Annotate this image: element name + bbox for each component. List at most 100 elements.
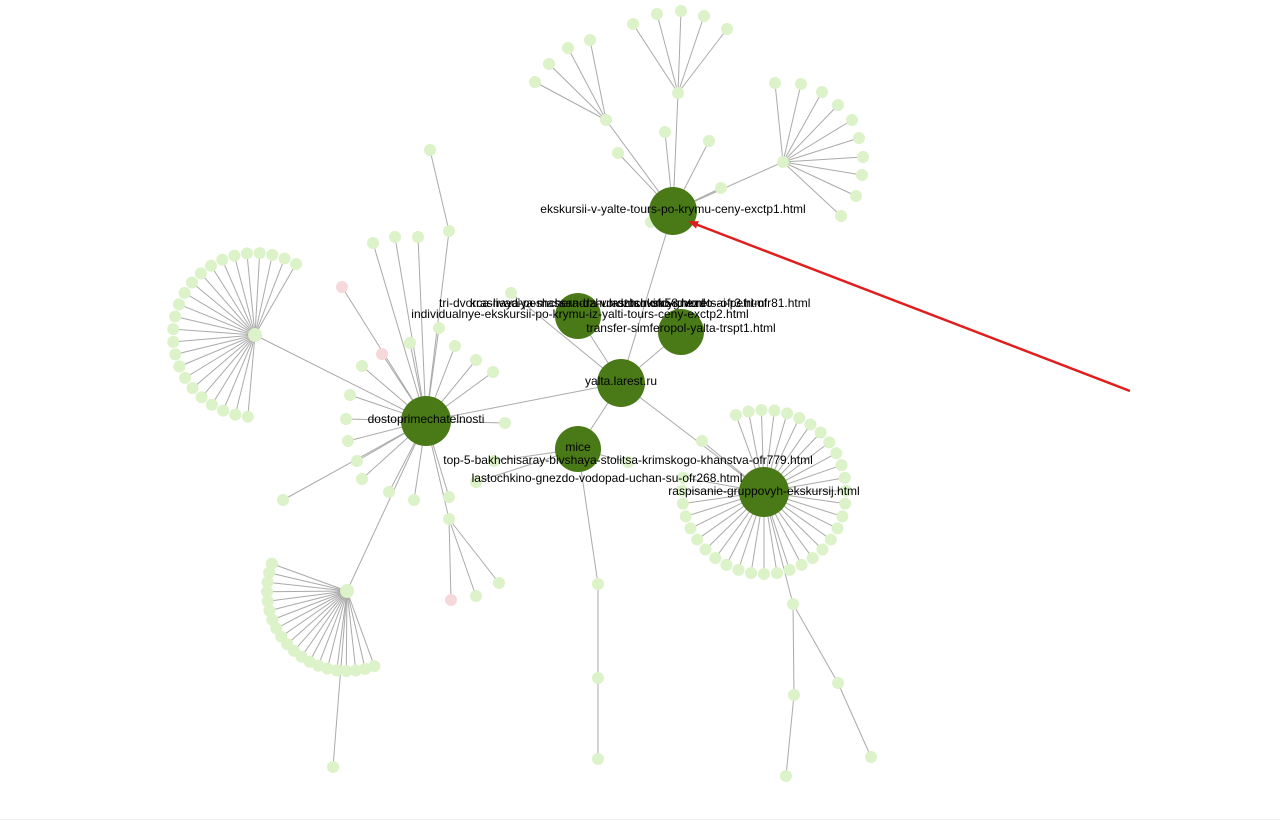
graph-node-leaf[interactable]: [167, 335, 180, 348]
graph-node-leaf[interactable]: [679, 510, 692, 523]
graph-node-leaf[interactable]: [443, 491, 455, 503]
graph-node-leaf[interactable]: [783, 563, 796, 576]
graph-node-leaf[interactable]: [676, 484, 689, 497]
graph-node-leaf[interactable]: [691, 533, 704, 546]
node-label-mice[interactable]: mice: [565, 440, 591, 454]
graph-node-leaf[interactable]: [330, 664, 343, 677]
graph-node-leaf[interactable]: [684, 522, 697, 535]
graph-node-leaf[interactable]: [676, 497, 689, 510]
graph-node-leaf[interactable]: [675, 5, 687, 17]
graph-node-leaf[interactable]: [185, 276, 198, 289]
graph-node-leaf[interactable]: [349, 664, 362, 677]
graph-node-leaf[interactable]: [846, 114, 858, 126]
graph-node-leaf[interactable]: [261, 585, 274, 598]
graph-node-leaf[interactable]: [290, 257, 302, 270]
graph-node-leaf[interactable]: [470, 590, 482, 602]
graph-node-leaf[interactable]: [832, 99, 844, 111]
graph-node-leaf[interactable]: [699, 543, 712, 556]
graph-node-leaf[interactable]: [261, 576, 274, 589]
graph-node-individual[interactable]: [555, 293, 601, 339]
graph-node-leaf[interactable]: [788, 689, 800, 701]
graph-node-leaf[interactable]: [167, 323, 180, 336]
graph-node-error[interactable]: [445, 594, 457, 606]
graph-node-leaf[interactable]: [795, 558, 808, 571]
graph-node-leaf[interactable]: [493, 577, 505, 589]
node-label-bakhchisaray[interactable]: top-5-bakhchisaray-bivshaya-stolitsa-kri…: [443, 453, 812, 467]
graph-node-leaf[interactable]: [261, 595, 274, 608]
graph-node-leaf[interactable]: [389, 231, 401, 243]
graph-node-leaf[interactable]: [178, 286, 191, 299]
graph-node-leaf[interactable]: [832, 677, 844, 689]
graph-node-leaf[interactable]: [720, 558, 733, 571]
graph-node-leaf[interactable]: [173, 360, 186, 373]
graph-node-leaf[interactable]: [622, 456, 634, 468]
graph-node-leaf[interactable]: [278, 252, 291, 265]
graph-node-leaf[interactable]: [600, 114, 612, 126]
graph-node-leaf[interactable]: [340, 413, 352, 425]
graph-node-leaf[interactable]: [856, 169, 868, 181]
graph-node-leaf[interactable]: [795, 78, 807, 90]
node-label-lastochkino[interactable]: lastochkino-gnezdo-vodopad-uchan-su-ofr2…: [472, 471, 743, 485]
graph-node-leaf[interactable]: [179, 371, 192, 384]
graph-node-leaf[interactable]: [651, 8, 663, 20]
graph-node-leaf[interactable]: [195, 391, 208, 404]
graph-node-leaf[interactable]: [780, 770, 792, 782]
graph-node-leaf[interactable]: [229, 408, 242, 421]
graph-node-leaf[interactable]: [672, 87, 684, 99]
graph-node-leaf[interactable]: [263, 604, 276, 617]
graph-node-leaf[interactable]: [659, 126, 671, 138]
graph-node-leaf[interactable]: [277, 494, 289, 506]
graph-node-leaf[interactable]: [769, 77, 781, 89]
graph-node-leaf[interactable]: [804, 418, 817, 431]
graph-node-leaf[interactable]: [205, 259, 218, 272]
graph-node-leaf[interactable]: [836, 510, 849, 523]
graph-node-leaf[interactable]: [241, 410, 254, 423]
graph-node-leaf[interactable]: [351, 455, 363, 467]
node-label-sights[interactable]: dostoprimechatelnosti: [368, 412, 485, 426]
graph-node-leaf[interactable]: [835, 459, 848, 472]
graph-node-leaf[interactable]: [266, 613, 279, 626]
graph-node-leaf[interactable]: [253, 247, 266, 260]
node-label-individual[interactable]: individualnye-ekskursii-po-krymu-iz-yalt…: [411, 307, 748, 321]
node-label-schedule[interactable]: raspisanie-gruppovyh-ekskursij.html: [668, 484, 859, 498]
graph-node-leaf[interactable]: [216, 253, 229, 266]
graph-node-leaf[interactable]: [529, 76, 541, 88]
graph-node-leaf[interactable]: [487, 366, 499, 378]
graph-node-leaf[interactable]: [830, 447, 843, 460]
graph-node-leaf[interactable]: [787, 598, 799, 610]
graph-node-leaf[interactable]: [169, 310, 182, 323]
graph-node-leaf[interactable]: [592, 753, 604, 765]
graph-node-error[interactable]: [336, 281, 348, 293]
graph-node-leaf[interactable]: [839, 484, 852, 497]
graph-node-leaf[interactable]: [186, 382, 199, 395]
graph-node-leaf[interactable]: [592, 578, 604, 590]
graph-node-leaf[interactable]: [263, 566, 276, 579]
graph-node-leaf[interactable]: [488, 455, 500, 467]
graph-node-leaf[interactable]: [543, 58, 555, 70]
graph-node-leaf[interactable]: [424, 144, 436, 156]
node-label-transfer[interactable]: transfer-simferopol-yalta-trspt1.html: [586, 321, 775, 335]
graph-node-leaf[interactable]: [412, 231, 424, 243]
graph-node-leaf[interactable]: [742, 405, 755, 418]
graph-node-leaf[interactable]: [408, 494, 420, 506]
node-label-overlap-a[interactable]: tri-dvorca-livadiya-massandra-vorontsovs…: [439, 296, 767, 310]
graph-node-leaf[interactable]: [194, 267, 207, 280]
graph-node-leaf[interactable]: [342, 435, 354, 447]
graph-node-leaf[interactable]: [781, 407, 794, 420]
graph-node-leaf[interactable]: [758, 568, 770, 580]
graph-node-leaf[interactable]: [499, 417, 511, 429]
graph-node-leaf[interactable]: [745, 566, 758, 579]
graph-node-sights[interactable]: [401, 396, 451, 446]
graph-node-leaf[interactable]: [768, 404, 781, 417]
graph-node-leaf[interactable]: [806, 552, 819, 565]
graph-node-leaf[interactable]: [850, 190, 862, 202]
graph-node-leaf[interactable]: [770, 566, 783, 579]
graph-node-leaf[interactable]: [612, 147, 624, 159]
graph-node-leaf[interactable]: [696, 435, 708, 447]
node-label-overlap-c[interactable]: lastochkino-gnezdo-ai-petri-ofr81.html: [609, 296, 810, 310]
graph-node-leaf[interactable]: [356, 360, 368, 372]
graph-node-leaf[interactable]: [677, 471, 690, 484]
graph-node-leaf[interactable]: [404, 337, 416, 349]
graph-node-leaf[interactable]: [228, 249, 241, 262]
